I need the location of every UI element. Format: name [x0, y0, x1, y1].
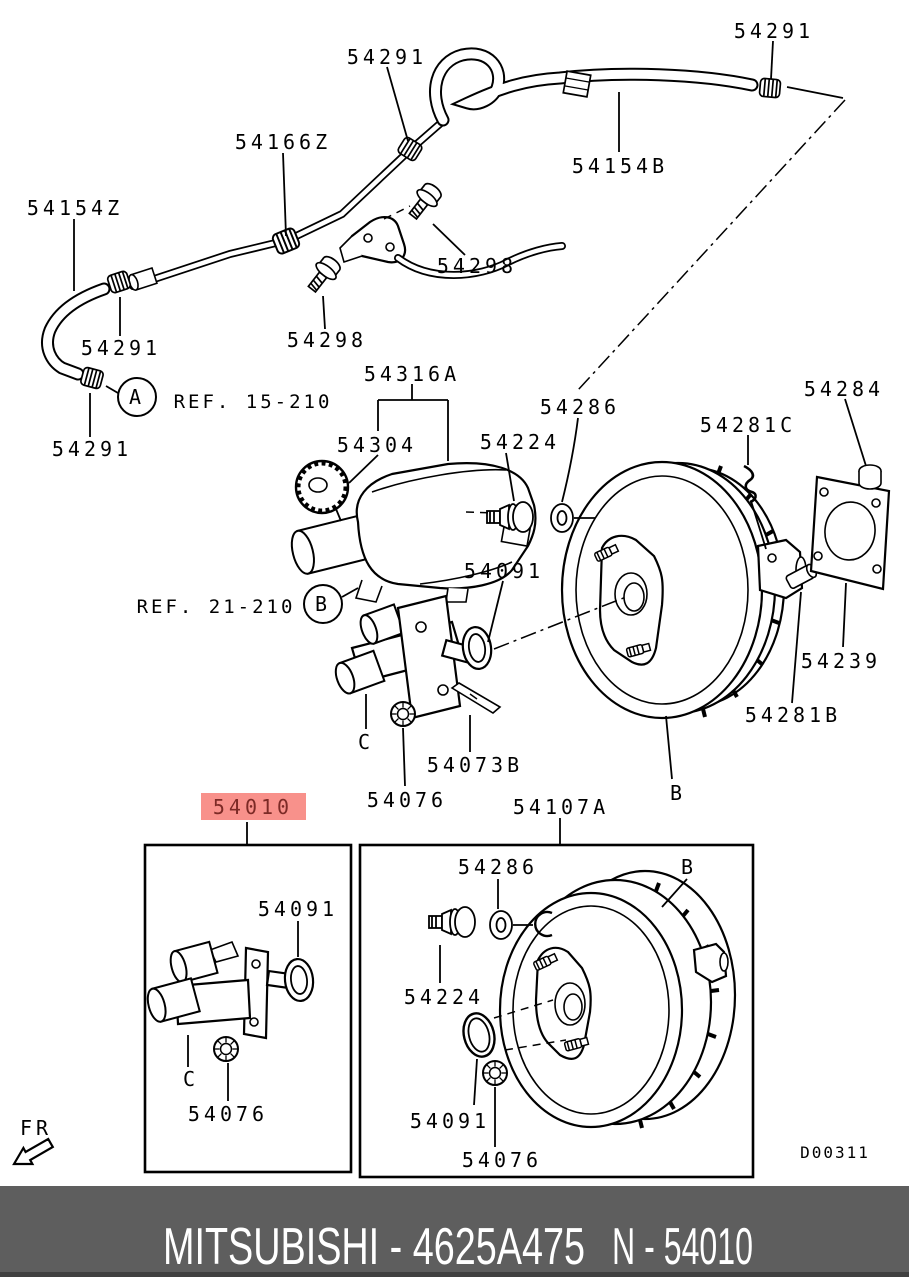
drawing-code: D00311: [800, 1143, 870, 1162]
callout-booster-assy: 54107A: [513, 795, 609, 819]
fr-label: FR: [20, 1116, 52, 1140]
banner-brand-part: MITSUBISHI - 4625A475: [163, 1218, 585, 1276]
callout-hose-left: 54154Z: [27, 196, 123, 220]
box1-marker-c: C: [183, 1067, 199, 1091]
box1-callout-flange-nut: 54076: [188, 1102, 268, 1126]
callout-gasket-ring: 54091: [464, 559, 544, 583]
booster-boss-box2: [692, 942, 728, 984]
hose-clamp-top-right: [758, 77, 782, 99]
box2-callout-flange-nut: 54076: [462, 1148, 542, 1172]
callout-reservoir-cap: 54304: [337, 433, 417, 457]
marker-booster-b: B: [670, 781, 686, 805]
callout-pivot-pin: 54281B: [745, 703, 841, 727]
callout-bolt-left: 54298: [287, 328, 367, 352]
box2-callout-fluid-sensor: 54224: [404, 985, 484, 1009]
ref-b-text: REF. 21-210: [137, 596, 296, 618]
banner-catalog-no: N - 54010: [612, 1218, 753, 1276]
banner-bottom-edge: [0, 1272, 909, 1277]
ref-b: B REF. 21-210: [137, 584, 343, 624]
callout-master-cyl-assy: 54316A: [364, 362, 460, 386]
callout-lower-clamp: 54291: [52, 437, 132, 461]
footer-banner: MITSUBISHI - 4625A475 N - 54010: [0, 1186, 909, 1277]
banner-background: [0, 1186, 909, 1277]
hook-clip: [743, 464, 757, 504]
callout-master-cylinder-54010: 54010: [213, 795, 293, 819]
box1-callout-gasket-ring: 54091: [258, 897, 338, 921]
flange-nut: [390, 701, 416, 727]
booster-nut: [858, 464, 882, 490]
box2-callout-o-ring: 54091: [410, 1109, 490, 1133]
ref-a-text: REF. 15-210: [174, 391, 333, 413]
marker-cylinder-c: C: [358, 730, 374, 754]
flange-nut-box2: [482, 1060, 508, 1086]
outlet-port-1: [359, 603, 406, 645]
brake-booster: [560, 460, 818, 720]
grommet: [550, 503, 574, 533]
callout-hook-clip: 54281C: [700, 413, 796, 437]
callout-spring-pin: 54073B: [427, 753, 523, 777]
callout-fluid-sensor: 54224: [480, 430, 560, 454]
callout-hose-right: 54154B: [572, 154, 668, 178]
booster-gasket: [809, 475, 891, 591]
callout-bolt-right: 54298: [437, 254, 517, 278]
hose-fitting: [562, 70, 592, 98]
box2-callout-grommet: 54286: [458, 855, 538, 879]
detail-box-master-cylinder: 54091 C 54076: [143, 843, 353, 1174]
flange-nut-box1: [213, 1036, 239, 1062]
pipe-end: [128, 266, 158, 292]
brake-vacuum-hose-assembly: [41, 47, 782, 391]
detail-box-booster: 54286 B 54224 54091 54076: [358, 843, 755, 1179]
callout-top-right-clamp: 54291: [734, 19, 814, 43]
callout-pipe-assy: 54166Z: [235, 130, 331, 154]
reservoir: [355, 462, 537, 590]
fr-arrow-icon: [12, 1137, 55, 1166]
callout-plate-gasket: 54239: [801, 649, 881, 673]
filler-neck: [290, 514, 370, 575]
grommet-box2: [489, 910, 513, 940]
highlighted-callout: 54010: [201, 793, 306, 820]
front-direction-indicator: FR: [12, 1116, 55, 1166]
ref-a: A REF. 15-210: [117, 377, 333, 417]
hose-clamp-lower: [79, 365, 105, 391]
master-cylinder-assembly: [290, 459, 537, 727]
ref-b-letter: B: [315, 592, 331, 616]
outlet-port-2: [334, 649, 386, 695]
callout-flange-nut: 54076: [367, 788, 447, 812]
ref-a-letter: A: [129, 385, 145, 409]
callout-mid-clamp: 54291: [81, 336, 161, 360]
o-ring-box2: [462, 1012, 496, 1058]
highlight-box: [201, 793, 306, 820]
leader-lines: [73, 40, 867, 844]
callout-nut-small: 54284: [804, 377, 884, 401]
box2-marker-b: B: [681, 855, 697, 879]
callout-grommet: 54286: [540, 395, 620, 419]
spring-pin: [450, 682, 502, 714]
pipe-bracket: [339, 216, 407, 264]
callout-top-clamp: 54291: [347, 45, 427, 69]
